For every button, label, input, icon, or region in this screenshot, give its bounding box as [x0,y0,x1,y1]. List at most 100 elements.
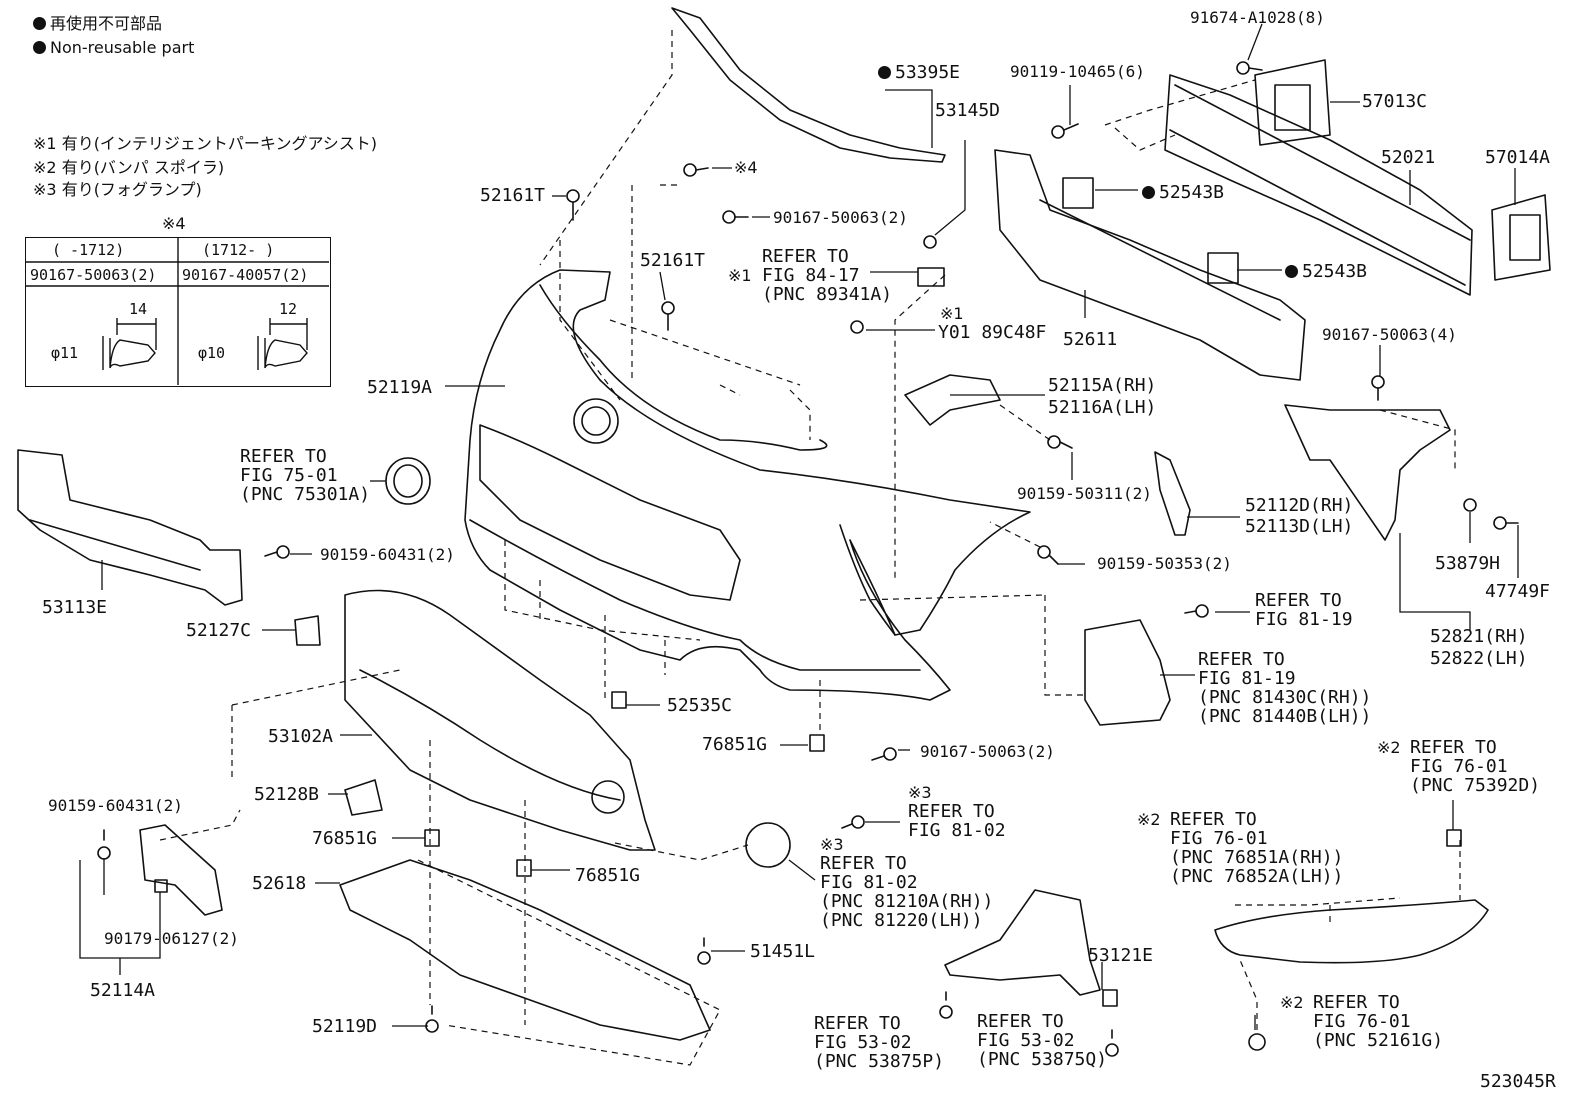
table-grid [25,237,329,385]
part-53121e[interactable]: 53121E [1088,945,1154,966]
part-52119d[interactable]: 52119D [312,1016,378,1037]
part-52161t-2[interactable]: 52161T [640,250,706,271]
fastener-icons [97,61,1519,1057]
table-col2-length: 12 [279,300,298,318]
bumper-lower-lip [469,519,921,671]
bracket-57014a [1491,194,1551,281]
table-col1-part: 90167-50063(2) [30,266,157,284]
mark-3b: ※3 [820,835,844,854]
part-53113e[interactable]: 53113E [42,597,108,618]
bumper-spoiler [1214,899,1489,964]
fog-housing [1084,619,1171,726]
part-90167-50063-4[interactable]: 90167-50063(4) [1322,325,1457,344]
bullet-icon [33,41,46,54]
part-52611[interactable]: 52611 [1063,329,1118,350]
part-76851g-1[interactable]: 76851G [702,734,768,755]
part-52114a[interactable]: 52114A [90,980,156,1001]
part-53145d[interactable]: 53145D [935,100,1001,121]
part-91674-a1028[interactable]: 91674-A1028(8) [1190,8,1325,27]
non-reusable-dot-icon [1142,186,1155,199]
part-52119a[interactable]: 52119A [367,377,433,398]
part-90159-50311[interactable]: 90159-50311(2) [1017,484,1152,503]
part-52112d-rh[interactable]: 52112D(RH) [1245,495,1354,516]
emblem-mount-ring [573,398,619,444]
bumper-grille-opening [479,424,741,601]
part-90159-60431-b[interactable]: 90159-60431(2) [48,796,183,815]
mark-1b: ※1 [940,304,964,323]
part-90119-10465[interactable]: 90119-10465(6) [1010,62,1145,81]
part-52822-lh[interactable]: 52822(LH) [1430,648,1528,669]
part-52113d-lh[interactable]: 52113D(LH) [1245,516,1354,537]
table-col2-head: (1712- ) [202,241,275,259]
note-1: ※1 有り(インテリジェントパーキングアシスト) [33,134,378,153]
part-52618[interactable]: 52618 [252,873,307,894]
lower-grille [344,589,656,851]
undercover-53113e [17,449,243,606]
leader-lines [79,23,1519,1030]
fog-bezel [591,780,625,814]
pad-52543b-b [1207,252,1239,284]
part-57014a[interactable]: 57014A [1485,147,1551,168]
part-53395e[interactable]: 53395E [878,63,960,82]
part-47749f[interactable]: 47749F [1485,581,1551,602]
part-57013c[interactable]: 57013C [1362,91,1428,112]
legend-en: Non-reusable part [33,38,194,57]
part-90167-50063-2b[interactable]: 90167-50063(2) [920,742,1055,761]
part-53879h[interactable]: 53879H [1435,553,1501,574]
part-52543b-2[interactable]: 52543B [1285,262,1367,281]
table-col1-diameter: φ11 [51,344,79,362]
part-90167-50063-2a[interactable]: 90167-50063(2) [773,208,908,227]
note-2: ※2 有り(バンパ スポイラ) [33,158,225,177]
part-76851g-2[interactable]: 76851G [312,828,378,849]
bumper-cover-upper-edge [539,284,828,451]
note-3: ※3 有り(フォグランプ) [33,180,202,199]
part-90159-50353[interactable]: 90159-50353(2) [1097,554,1232,573]
bumper-reinforcement [1164,74,1473,296]
table-col1-length: 14 [129,300,148,318]
license-bracket [139,824,223,916]
mark-1a: ※1 [728,266,752,285]
tow-cap-52128b [344,779,383,816]
part-52543b-1[interactable]: 52543B [1142,183,1224,202]
part-52021[interactable]: 52021 [1381,147,1436,168]
mark-3a: ※3 [908,783,932,802]
energy-absorber [994,149,1306,381]
part-90159-60431-a[interactable]: 90159-60431(2) [320,545,455,564]
part-52161t-1[interactable]: 52161T [480,185,546,206]
tow-cap-52127c [294,615,321,646]
part-52535c[interactable]: 52535C [667,695,733,716]
bumper-cover [464,269,1031,701]
pad-52543b-a [1062,177,1094,209]
part-53102a[interactable]: 53102A [268,726,334,747]
under-plate-52618 [339,859,711,1041]
part-51451l[interactable]: 51451L [750,941,816,962]
upper-garnish-strip [671,7,946,163]
fog-lamp [745,822,791,868]
table-col1-head: ( -1712) [52,241,125,259]
part-52116a-lh[interactable]: 52116A(LH) [1048,397,1157,418]
part-76851g-3[interactable]: 76851G [575,865,641,886]
part-52821-rh[interactable]: 52821(RH) [1430,626,1528,647]
side-support-52821 [1284,404,1451,541]
part-52115a-rh[interactable]: 52115A(RH) [1048,375,1157,396]
figure-code: 523045R [1480,1071,1556,1092]
table-col2-part: 90167-40057(2) [182,266,309,284]
mark-2c: ※2 [1280,993,1304,1012]
part-52127c[interactable]: 52127C [186,620,252,641]
part-y01-89c48f[interactable]: Y01 89C48F [938,322,1047,343]
part-52128b[interactable]: 52128B [254,784,320,805]
part-90179-06127[interactable]: 90179-06127(2) [104,929,239,948]
